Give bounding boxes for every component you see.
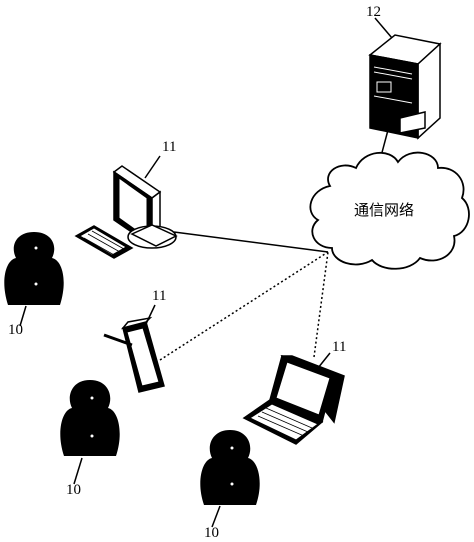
user-silhouette-icon: 10 bbox=[200, 430, 260, 541]
user-3-number: 10 bbox=[204, 525, 219, 541]
link-desktop-network bbox=[173, 231, 329, 253]
tablet-number: 11 bbox=[152, 288, 166, 304]
desktop-leader-line bbox=[144, 155, 161, 179]
link-laptop-network bbox=[313, 251, 329, 358]
user-silhouette-icon: 10 bbox=[60, 380, 120, 498]
user-silhouette-icon: 10 bbox=[4, 232, 64, 338]
tablet-icon: 11 bbox=[103, 288, 166, 393]
keyboard-icon bbox=[74, 225, 134, 259]
laptop-number: 11 bbox=[332, 339, 346, 355]
network-label: 通信网络 bbox=[354, 201, 414, 219]
laptop-icon: 11 bbox=[242, 339, 346, 445]
cloud-icon: 通信网络 bbox=[309, 151, 470, 270]
server-leader-line bbox=[374, 17, 393, 39]
server-icon: 12 bbox=[366, 4, 442, 140]
desktop-number: 11 bbox=[162, 139, 176, 155]
user-3-leader-line bbox=[211, 505, 221, 528]
stylus bbox=[103, 333, 133, 347]
user-1-leader-line bbox=[19, 305, 27, 327]
desktop-computer-icon: 11 bbox=[74, 139, 178, 259]
link-tablet-network bbox=[159, 251, 329, 361]
tablet-leader-line bbox=[144, 304, 156, 327]
user-2-leader-line bbox=[73, 457, 83, 485]
user-2-number: 10 bbox=[66, 482, 81, 498]
server-number: 12 bbox=[366, 4, 381, 20]
laptop-leader-line bbox=[317, 352, 331, 369]
user-1-number: 10 bbox=[8, 322, 23, 338]
